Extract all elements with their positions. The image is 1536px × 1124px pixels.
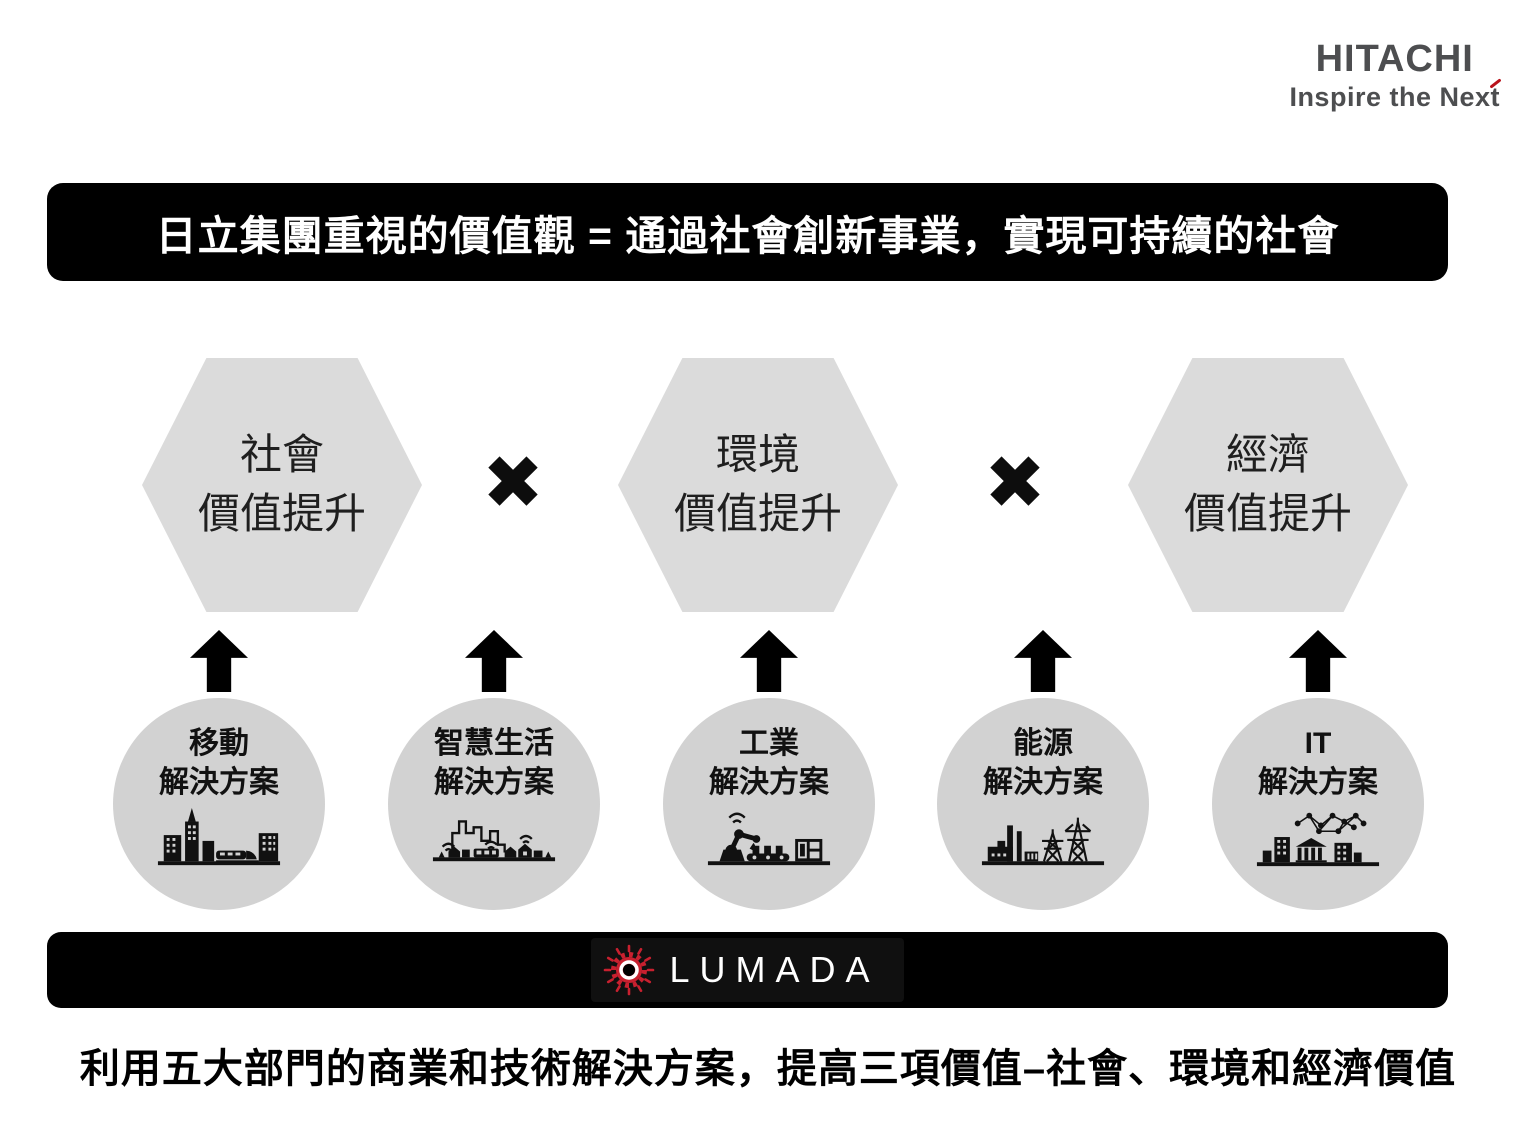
hexagon-environment-value: 環境 價值提升 — [618, 358, 898, 612]
hexagon-economic-value: 經濟 價值提升 — [1128, 358, 1408, 612]
up-arrow-icon — [465, 630, 523, 692]
circle-label-line1: 智慧生活 — [434, 727, 554, 760]
buildings-network-icon — [1256, 812, 1380, 867]
multiply-icon: ✖ — [481, 441, 544, 524]
circle-label-line2: 解決方案 — [159, 766, 279, 799]
circle-label-line1: 工業 — [739, 727, 799, 760]
up-arrow-icon — [1014, 630, 1072, 692]
hexagon-label-line1: 環境 — [715, 431, 800, 479]
circle-industry-solutions: 工業 解決方案 — [663, 698, 875, 910]
hitachi-wordmark: HITACHI — [1315, 38, 1474, 80]
hitachi-tagline-text: Inspire the Next — [1289, 82, 1500, 112]
lumada-wordmark: LUMADA — [669, 949, 880, 990]
title-banner-text: 日立集團重視的價值觀 = 通過社會創新事業，實現可持續的社會 — [155, 213, 1340, 259]
circle-label-line2: 解決方案 — [1258, 766, 1378, 799]
title-banner: 日立集團重視的價值觀 = 通過社會創新事業，實現可持續的社會 — [47, 183, 1448, 281]
circle-label-line1: 能源 — [1013, 727, 1073, 760]
hexagon-social-value: 社會 價值提升 — [142, 358, 422, 612]
up-arrow-icon — [740, 630, 798, 692]
circle-smart-life-solutions: 智慧生活 解決方案 — [388, 698, 600, 910]
hitachi-tagline: Inspire the Next — [1289, 78, 1502, 113]
up-arrow-icon — [1289, 630, 1347, 692]
power-plant-pylon-icon — [981, 817, 1105, 866]
circle-label-line2: 解決方案 — [983, 766, 1103, 799]
lumada-bar: LUMADA — [47, 932, 1448, 1008]
circle-label-line1: IT — [1304, 727, 1332, 760]
robot-arm-conveyor-icon — [707, 812, 831, 866]
hexagon-label-line1: 經濟 — [1225, 431, 1310, 479]
circle-label-line2: 解決方案 — [434, 766, 554, 799]
hexagon-label-line2: 價值提升 — [673, 490, 842, 537]
circle-label-line1: 移動 — [189, 727, 249, 760]
hexagon-label-line1: 社會 — [239, 431, 324, 479]
lumada-gear-icon — [604, 944, 655, 996]
hexagon-label-line2: 價值提升 — [1183, 490, 1352, 537]
lumada-logo: LUMADA — [591, 938, 904, 1002]
city-train-icon — [157, 807, 281, 866]
hexagon-label-line2: 價值提升 — [197, 490, 366, 537]
circle-mobility-solutions: 移動 解決方案 — [113, 698, 325, 910]
circle-energy-solutions: 能源 解決方案 — [937, 698, 1149, 910]
up-arrow-icon — [190, 630, 248, 692]
circle-it-solutions: IT 解決方案 — [1212, 698, 1424, 910]
hitachi-logo: HITACHI Inspire the Next — [1289, 38, 1502, 113]
footer-caption: 利用五大部門的商業和技術解決方案，提高三項價值–社會、環境和經濟價值 — [79, 1047, 1457, 1091]
multiply-icon: ✖ — [983, 441, 1046, 524]
smart-city-wifi-icon — [432, 820, 556, 862]
circle-label-line2: 解決方案 — [709, 766, 829, 799]
